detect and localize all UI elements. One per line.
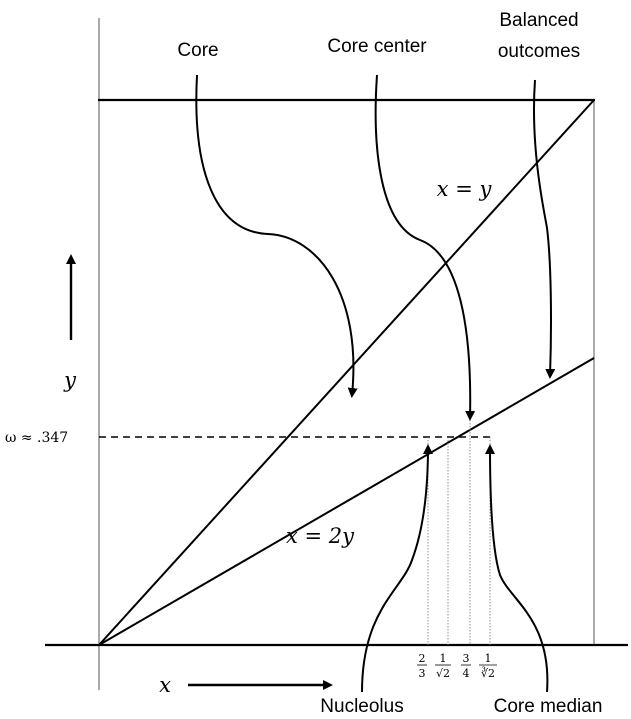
tick-inv-sqrt2-num: 1 [440, 652, 447, 665]
tick-three-quarters-num: 3 [463, 652, 470, 665]
y-axis-label: y [63, 368, 77, 392]
nucleolus-arrow [361, 444, 433, 693]
core-arrow [195, 74, 358, 398]
tick-three-quarters: 3 4 [461, 652, 471, 680]
tick-two-thirds-num: 2 [419, 652, 426, 665]
tick-inv-cbrt2-den: ∛2 [481, 666, 495, 680]
diagonal-line [98, 99, 595, 646]
x-axis-label: x [159, 673, 171, 697]
nucleolus-label: Nucleolus [320, 696, 403, 717]
tick-two-thirds-den: 3 [419, 667, 426, 680]
half-line [98, 357, 595, 646]
tick-inv-cbrt2-num: 1 [485, 652, 492, 665]
core-center-label: Core center [327, 36, 427, 57]
balanced-outcomes-label-line1: Balanced [499, 10, 578, 31]
balanced-outcomes-label-line2: outcomes [498, 41, 580, 62]
tick-inv-sqrt2: 1 √2 [435, 652, 451, 680]
core-label: Core [177, 40, 218, 61]
balanced-outcomes-arrow [532, 79, 556, 379]
half-line-label: x = 2y [286, 524, 355, 548]
omega-label: ω ≈ .347 [5, 430, 68, 446]
core-center-arrow [374, 74, 476, 421]
tick-two-thirds: 2 3 [417, 652, 427, 680]
diagonal-line-label: x = y [437, 177, 493, 201]
tick-inv-cbrt2: 1 ∛2 [479, 652, 497, 680]
core-median-label: Core median [494, 696, 603, 717]
tick-three-quarters-den: 4 [463, 667, 470, 680]
tick-inv-sqrt2-den: √2 [436, 667, 450, 680]
core-median-arrow [485, 444, 549, 693]
